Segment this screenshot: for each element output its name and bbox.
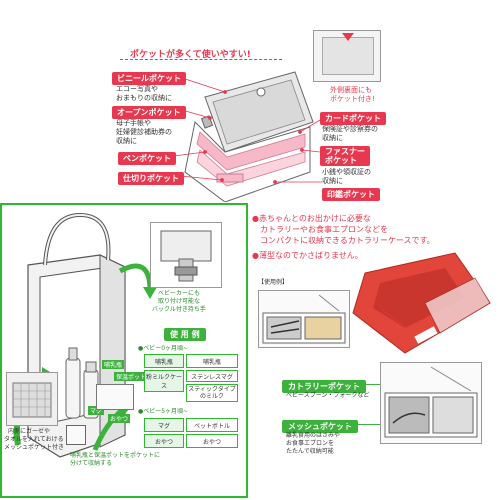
headline-underline (120, 59, 282, 60)
vinyl-pocket-label: ビニールポケット (112, 72, 186, 85)
tag-bottle: 哺乳瓶 (102, 360, 125, 369)
open-pocket-label: オープンポケット (112, 106, 186, 119)
zipper-label-line-2: ポケット (325, 156, 357, 165)
zip-note-1: 小銭や領収証の (322, 168, 371, 176)
hook-note-1: ベビーカーにも (158, 290, 201, 297)
grid-cell-7: ペットボトル (186, 418, 238, 432)
usage-tag: 【使用例】 (258, 279, 289, 286)
mug-icon (66, 425, 86, 445)
open-note-3: 収納に (116, 137, 137, 145)
seal-pocket-label: 印鑑ポケット (322, 188, 380, 201)
grid-cell-5: スティックタイプのミルク (186, 384, 238, 402)
usage-title: 使 用 例 (164, 328, 206, 341)
divider-pocket-label: 仕切りポケット (118, 172, 184, 185)
grid-cell-1: 哺乳瓶 (144, 354, 184, 368)
grid-cell-2: 哺乳瓶 (186, 354, 238, 368)
card-note-1: 保険証や診察券の (322, 125, 378, 133)
tag-pot: 保温ポット (114, 372, 149, 381)
hook-note-2: 取り付け可能な (158, 298, 201, 305)
zipper-label-line-1: ファスナー (325, 147, 365, 156)
mesh-note-3: メッシュポケット付き (4, 444, 65, 451)
bag-inner-inset (96, 384, 134, 410)
mesh-inset (6, 372, 58, 426)
card-pocket-label: カードポケット (320, 112, 386, 125)
hook-inset (150, 222, 222, 288)
bottle-note-1: 哺乳瓶と保温ポットをポケットに (70, 452, 161, 459)
open-note-2: 妊婦健診補助券の (116, 128, 172, 136)
outer-pocket-inset (313, 30, 381, 82)
outer-note-1: 外側裏面にも (330, 86, 372, 94)
hook-note-3: バックル付き持ち手 (152, 306, 206, 313)
zip-note-2: 収納に (322, 177, 343, 185)
pouch-illustration (184, 71, 314, 202)
pen-pocket-label: ペンポケット (118, 152, 176, 165)
usage-diagram-bottom (380, 362, 482, 444)
bottle-note-2: 分けて収納する (70, 460, 113, 467)
vinyl-note-2: おまもりの収納に (116, 94, 172, 102)
mesh-note-r3: たたんで収納可能 (286, 448, 334, 455)
grid-cell-3: 粉ミルクケース (144, 370, 184, 392)
usage-diagram-top (258, 290, 350, 348)
bullet1-line1: ●赤ちゃんとのお出かけに必要な (252, 214, 371, 223)
top-leader-lines (173, 75, 322, 184)
tag-snack: おやつ (108, 414, 131, 423)
mesh-note-2: タオルを入れておける (4, 436, 64, 443)
bullet1-line2: カトラリーやお食事エプロンなどを (260, 225, 388, 234)
grid-cell-4: ステンレスマグ (186, 370, 238, 382)
mesh-leader-line (340, 424, 380, 425)
mesh-note-1: 内側にガーゼや (8, 428, 51, 435)
mesh-pocket-icon (12, 382, 52, 418)
mesh-note-r2: お食事エプロンを (286, 440, 335, 447)
mesh-pocket-label: メッシュポケット (282, 420, 358, 433)
cutlery-case-diagram-2 (384, 366, 478, 438)
bullet1-line3: コンパクトに収納できるカトラリーケースです。 (260, 236, 435, 245)
outer-note-2: ポケット付き! (330, 95, 375, 103)
open-note-1: 母子手帳や (116, 119, 151, 127)
grid-cell-9: おやつ (186, 434, 238, 448)
cutlery-case-diagram (262, 294, 346, 344)
zipper-pocket-label: ファスナー ポケット (320, 146, 370, 166)
arrow-down-icon (342, 33, 354, 41)
grid-cell-8: おやつ (144, 434, 184, 448)
card-note-2: 収納に (322, 134, 343, 142)
cutlery-case-photo (352, 252, 491, 354)
grid-cell-6: マグ (144, 418, 184, 432)
row1-label: ●ベビー0ヶ月頃~ (138, 345, 189, 352)
row2-label: ●ベビー5ヶ月頃~ (138, 408, 189, 415)
vinyl-note-1: エコー写真や (116, 85, 158, 93)
bullet2: ●薄型なのでかさばりません。 (252, 251, 363, 260)
cutlery-note: ベビースプーン・フォークなど (286, 392, 370, 399)
mesh-note-r1: 離乳食用のはさみや (286, 432, 341, 439)
top-headline: ポケットが多くて使いやすい! (130, 50, 251, 60)
cutlery-pocket-label: カトラリーポケット (282, 380, 366, 393)
tag-mug: マグ (88, 406, 105, 415)
cutlery-leader-line (350, 384, 380, 385)
outer-pocket-inset-pouch (322, 37, 374, 75)
buckle-icon (160, 230, 212, 282)
